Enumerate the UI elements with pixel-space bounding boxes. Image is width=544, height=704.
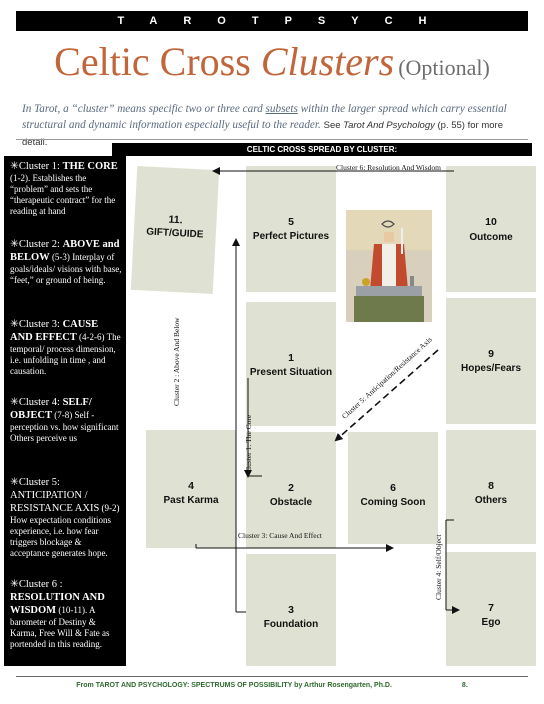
cluster-bold: CAUSE AND EFFECT xyxy=(10,319,99,343)
top-banner: TAROTPSYCH xyxy=(16,11,528,31)
cluster-range: (9-2) xyxy=(101,503,120,513)
card-number: 7 xyxy=(488,602,494,614)
card-number: 4 xyxy=(188,480,194,492)
label-cluster-2: Cluster 2 : Above And Below xyxy=(172,317,181,406)
card-8-others: 8 Others xyxy=(446,430,536,544)
footer-from: From xyxy=(76,682,96,689)
page-number: 8. xyxy=(461,682,468,689)
label-cluster-3: Cluster 3: Cause And Effect xyxy=(238,531,323,540)
cluster-range: (10-11). xyxy=(58,605,88,615)
card-number: 9 xyxy=(488,348,494,360)
title-italic: Clusters xyxy=(260,39,395,84)
spread-header: CELTIC CROSS SPREAD BY CLUSTER: xyxy=(112,143,532,156)
card-number: 10 xyxy=(485,216,497,228)
card-number: 8 xyxy=(488,480,494,492)
divider xyxy=(16,139,528,140)
star-icon: ✳ xyxy=(10,579,19,590)
cluster-desc: Interplay of goals/ideals/ visions with … xyxy=(10,252,122,285)
card-name: Perfect Pictures xyxy=(252,231,330,242)
label-cluster-4: Cluster 4: Self/Object xyxy=(434,534,443,600)
title-main: Celtic Cross xyxy=(54,39,261,84)
cluster-3-text: ✳Cluster 3: CAUSE AND EFFECT (4-2-6) The… xyxy=(10,318,122,377)
card-4-past-karma: 4 Past Karma xyxy=(146,430,236,548)
cluster-name: Cluster 3: xyxy=(18,319,63,330)
card-number: 1 xyxy=(288,352,294,364)
cluster-bold: ABOVE and BELOW xyxy=(10,239,120,263)
cluster-name: Cluster 1: xyxy=(18,161,63,172)
cluster-desc: How expectation conditions experience, i… xyxy=(10,515,111,558)
card-10-outcome: 10 Outcome xyxy=(446,166,536,292)
card-number: 5 xyxy=(288,216,294,228)
title-optional: (Optional) xyxy=(398,55,490,80)
intro-text-2: within the larger spread which carry ess… xyxy=(22,103,507,131)
intro-text-1: In Tarot, a “cluster” means specific two… xyxy=(22,103,266,115)
card-9-hopes-fears: 9 Hopes/Fears xyxy=(446,298,536,424)
card-5-perfect-pictures: 5 Perfect Pictures xyxy=(246,166,336,292)
card-3-foundation: 3 Foundation xyxy=(246,554,336,666)
footer: From TAROT AND PSYCHOLOGY: SPECTRUMS OF … xyxy=(0,682,544,689)
star-icon: ✳ xyxy=(10,477,19,488)
card-name: Coming Soon xyxy=(360,497,426,508)
cluster-1-text: ✳Cluster 1: THE CORE (1-2). Establishes … xyxy=(10,160,122,217)
label-cluster-1: Cluster 1: The Core xyxy=(244,414,253,474)
star-icon: ✳ xyxy=(10,161,19,172)
page-title: Celtic Cross Clusters (Optional) xyxy=(0,38,544,85)
card-2-obstacle: 2 Obstacle xyxy=(246,432,336,548)
footer-book: TAROT AND PSYCHOLOGY: SPECTRUMS OF POSSI… xyxy=(95,682,293,689)
cluster-range: (5-3) xyxy=(51,252,70,262)
intro-paragraph: In Tarot, a “cluster” means specific two… xyxy=(22,101,526,151)
cluster-name: Cluster 2: xyxy=(18,239,63,250)
star-icon: ✳ xyxy=(10,319,19,330)
card-name: Outcome xyxy=(469,232,513,243)
intro-underlined: subsets xyxy=(265,103,298,115)
card-name: Others xyxy=(474,495,508,506)
cluster-bold: THE CORE xyxy=(62,161,118,172)
card-6-coming-soon: 6 Coming Soon xyxy=(348,432,438,544)
card-name: Ego xyxy=(481,617,501,628)
intro-reference: See Tarot And Psychology (p. 55) for mor… xyxy=(22,120,503,148)
footer-divider xyxy=(16,676,528,677)
cluster-bold: RESOLUTION AND WISDOM xyxy=(10,592,105,616)
cluster-4-text: ✳Cluster 4: SELF/ OBJECT (7-8) Self - pe… xyxy=(10,396,122,444)
ref-book: Tarot And Psychology xyxy=(343,120,435,131)
footer-by: by Arthur Rosengarten, Ph.D. xyxy=(292,682,392,689)
card-name: Present Situation xyxy=(249,367,333,378)
cluster-range: (7-8) xyxy=(54,410,73,420)
cluster-bold: SELF/ OBJECT xyxy=(10,397,92,421)
ref-see: See xyxy=(323,120,344,131)
cluster-sidebar: ✳Cluster 1: THE CORE (1-2). Establishes … xyxy=(4,156,126,666)
cluster-6-text: ✳Cluster 6 : RESOLUTION AND WISDOM (10-1… xyxy=(10,578,122,650)
cluster-desc: Self - perception vs. how significant Ot… xyxy=(10,410,119,443)
card-name: Past Karma xyxy=(163,495,219,506)
card-number: 2 xyxy=(288,482,294,494)
star-icon: ✳ xyxy=(10,239,19,250)
cluster-5-text: ✳Cluster 5: ANTICIPATION / RESISTANCE AX… xyxy=(10,476,122,559)
card-name: Foundation xyxy=(263,619,319,630)
star-icon: ✳ xyxy=(10,397,19,408)
cluster-upper: ANTICIPATION / RESISTANCE AXIS xyxy=(10,490,100,514)
card-number: 6 xyxy=(390,482,396,494)
card-number: 3 xyxy=(288,604,294,616)
cluster-2-text: ✳Cluster 2: ABOVE and BELOW (5-3) Interp… xyxy=(10,238,122,286)
cluster-range: (1-2). xyxy=(10,173,31,183)
label-cluster-6: Cluster 6: Resolution And Wisdom xyxy=(336,163,441,172)
cluster-range: (4-2-6) xyxy=(79,332,105,342)
arrow-cluster-5 xyxy=(334,349,439,442)
cluster-name: Cluster 6 : xyxy=(18,579,63,590)
cluster-name: Cluster 4: xyxy=(18,397,63,408)
card-name: Obstacle xyxy=(269,497,313,508)
ref-tail: (p. 55) for more detail. xyxy=(22,120,503,148)
card-7-ego: 7 Ego xyxy=(446,552,536,666)
cluster-desc: A barometer of Destiny & Karma, Free Wil… xyxy=(10,605,110,649)
cluster-desc: The temporal/ process dimension, i.e. un… xyxy=(10,332,121,376)
cluster-desc: Establishes the “problem” and sets the “… xyxy=(10,173,116,216)
card-name: Hopes/Fears xyxy=(460,363,522,374)
magician-card-image xyxy=(346,210,432,322)
magician-figure xyxy=(346,210,432,322)
card-1-present-situation: 1 Present Situation xyxy=(246,302,336,426)
cluster-name: Cluster 5: xyxy=(18,477,60,488)
